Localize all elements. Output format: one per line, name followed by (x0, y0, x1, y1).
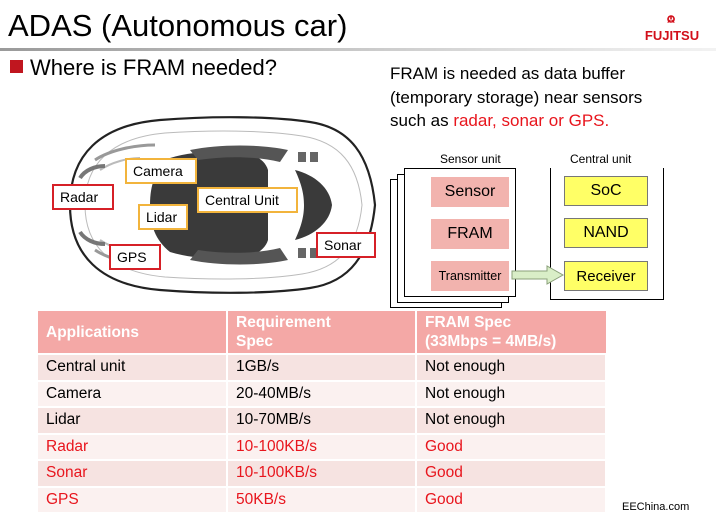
logo-text: FUJITSU (645, 28, 699, 43)
central-unit-label: Central unit (570, 152, 632, 166)
note-line-1: FRAM is needed as data buffer (390, 64, 625, 83)
cell-application: Central unit (38, 354, 228, 382)
table-row: Camera 20-40MB/s Not enough (38, 380, 607, 408)
fujitsu-logo: FUJITSU (645, 15, 699, 43)
table-row: GPS 50KB/s Good (38, 486, 607, 514)
nand-block: NAND (564, 218, 648, 248)
sensor-to-central-diagram: Sensor unit Central unit Sensor FRAM Tra… (390, 148, 690, 310)
receiver-block: Receiver (564, 261, 648, 291)
cell-application: Camera (38, 380, 228, 408)
source-watermark: EEChina.com (622, 501, 690, 513)
transmit-arrow-icon (511, 265, 565, 285)
cell-fram-result: Good (416, 433, 607, 461)
note-line-3: such as radar, sonar or GPS. (390, 109, 710, 133)
cell-fram-result: Good (416, 486, 607, 514)
bullet-square-icon (10, 60, 23, 73)
cell-requirement: 1GB/s (227, 354, 417, 382)
central-unit-frame (550, 168, 664, 300)
cell-requirement: 10-100KB/s (227, 433, 417, 461)
table-row: Radar 10-100KB/s Good (38, 433, 607, 461)
header-applications: Applications (38, 311, 228, 355)
soc-block: SoC (564, 176, 648, 206)
cell-requirement: 10-100KB/s (227, 460, 417, 488)
header-fram-spec: FRAM Spec(33Mbps = 4MB/s) (416, 311, 606, 355)
note-line-2: (temporary storage) near sensors (390, 87, 643, 107)
cell-requirement: 10-70MB/s (227, 407, 417, 435)
table-row: Lidar 10-70MB/s Not enough (38, 407, 607, 435)
cell-application: Radar (38, 433, 228, 461)
callout-radar: Radar (52, 184, 114, 210)
cell-application: Lidar (38, 407, 228, 435)
callout-camera: Camera (125, 158, 197, 184)
note-line-3-prefix: such as (390, 111, 454, 130)
transmitter-block: Transmitter (430, 260, 510, 292)
slide-title: ADAS (Autonomous car) (8, 8, 348, 43)
bullet-heading: Where is FRAM needed? (30, 55, 277, 80)
cell-requirement: 50KB/s (227, 486, 417, 514)
title-divider (0, 48, 716, 51)
fram-block: FRAM (430, 218, 510, 250)
sensor-block: Sensor (430, 176, 510, 208)
note-line-3-highlight: radar, sonar or GPS. (453, 111, 610, 130)
cell-fram-result: Good (416, 460, 607, 488)
cell-fram-result: Not enough (416, 354, 607, 382)
sensor-unit-label: Sensor unit (440, 152, 501, 166)
cell-application: Sonar (38, 460, 228, 488)
note-text: FRAM is needed as data buffer (temporary… (390, 62, 710, 133)
table-row: Sonar 10-100KB/s Good (38, 460, 607, 488)
callout-gps: GPS (109, 244, 161, 270)
cell-fram-result: Not enough (416, 380, 607, 408)
callout-sonar: Sonar (316, 232, 376, 258)
cell-requirement: 20-40MB/s (227, 380, 417, 408)
table-row: Central unit 1GB/s Not enough (38, 354, 607, 382)
callout-central-unit: Central Unit (197, 187, 298, 213)
cell-application: GPS (38, 486, 228, 514)
callout-lidar: Lidar (138, 204, 188, 230)
cell-fram-result: Not enough (416, 407, 607, 435)
